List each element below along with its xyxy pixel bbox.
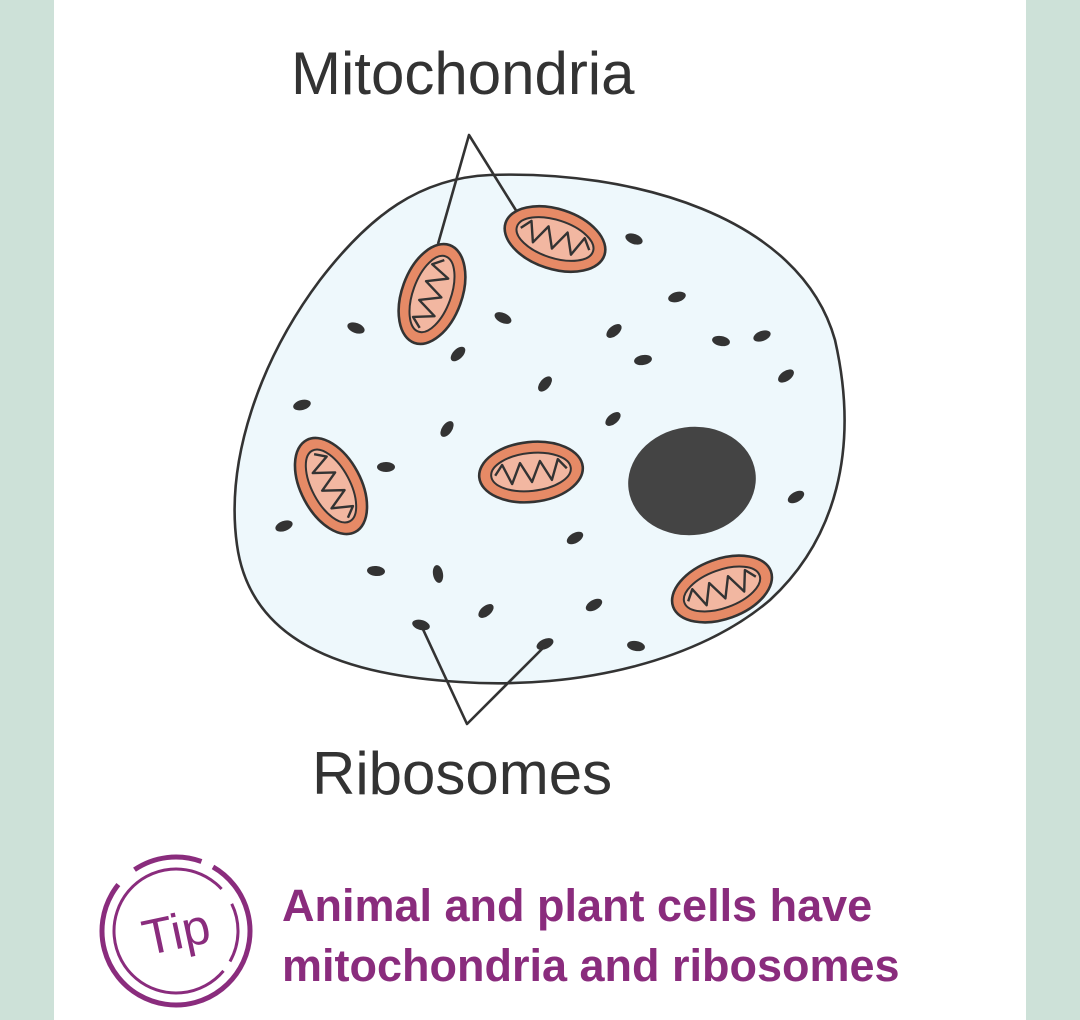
mitochondria-label: Mitochondria bbox=[291, 40, 635, 107]
mitochondrion bbox=[293, 436, 369, 536]
ribosomes-label: Ribosomes bbox=[312, 740, 613, 807]
ribosome bbox=[538, 376, 552, 392]
ribosome bbox=[275, 520, 293, 532]
ribosome bbox=[787, 490, 805, 504]
ribosome bbox=[347, 322, 365, 334]
ribosome bbox=[536, 638, 554, 650]
mitochondrion bbox=[670, 554, 774, 624]
ribosome bbox=[450, 346, 466, 362]
ribosome bbox=[566, 531, 584, 545]
ribosome bbox=[367, 565, 385, 577]
ribosome bbox=[668, 291, 686, 303]
tip-badge-label: Tip bbox=[137, 898, 215, 967]
tip-badge: Tip bbox=[99, 854, 253, 1008]
ribosomes-leader-line bbox=[419, 624, 548, 726]
ribosome bbox=[606, 324, 622, 338]
ribosomes bbox=[275, 233, 805, 652]
ribosome bbox=[605, 412, 621, 426]
mitochondrion bbox=[503, 204, 607, 274]
ribosome bbox=[585, 598, 603, 612]
ribosome bbox=[432, 565, 444, 583]
mitochondrion bbox=[397, 242, 467, 346]
ribosome bbox=[627, 640, 645, 652]
tip-text-line-2: mitochondria and ribosomes bbox=[282, 940, 900, 991]
ribosome bbox=[494, 312, 512, 324]
tip-text: Animal and plant cells have mitochondria… bbox=[282, 876, 900, 996]
cell-membrane bbox=[233, 173, 846, 685]
tip-text-line-1: Animal and plant cells have bbox=[282, 880, 873, 931]
ribosome bbox=[377, 462, 395, 472]
ribosome bbox=[478, 604, 494, 618]
mitochondria-leader-line bbox=[436, 133, 519, 245]
ribosome bbox=[753, 330, 771, 342]
ribosome bbox=[440, 421, 454, 437]
nucleus bbox=[628, 426, 756, 536]
ribosome bbox=[634, 354, 652, 366]
ribosome bbox=[293, 399, 311, 411]
mitochondrion bbox=[477, 440, 585, 504]
ribosome bbox=[778, 369, 794, 383]
ribosome bbox=[712, 335, 730, 347]
ribosome bbox=[625, 233, 643, 245]
